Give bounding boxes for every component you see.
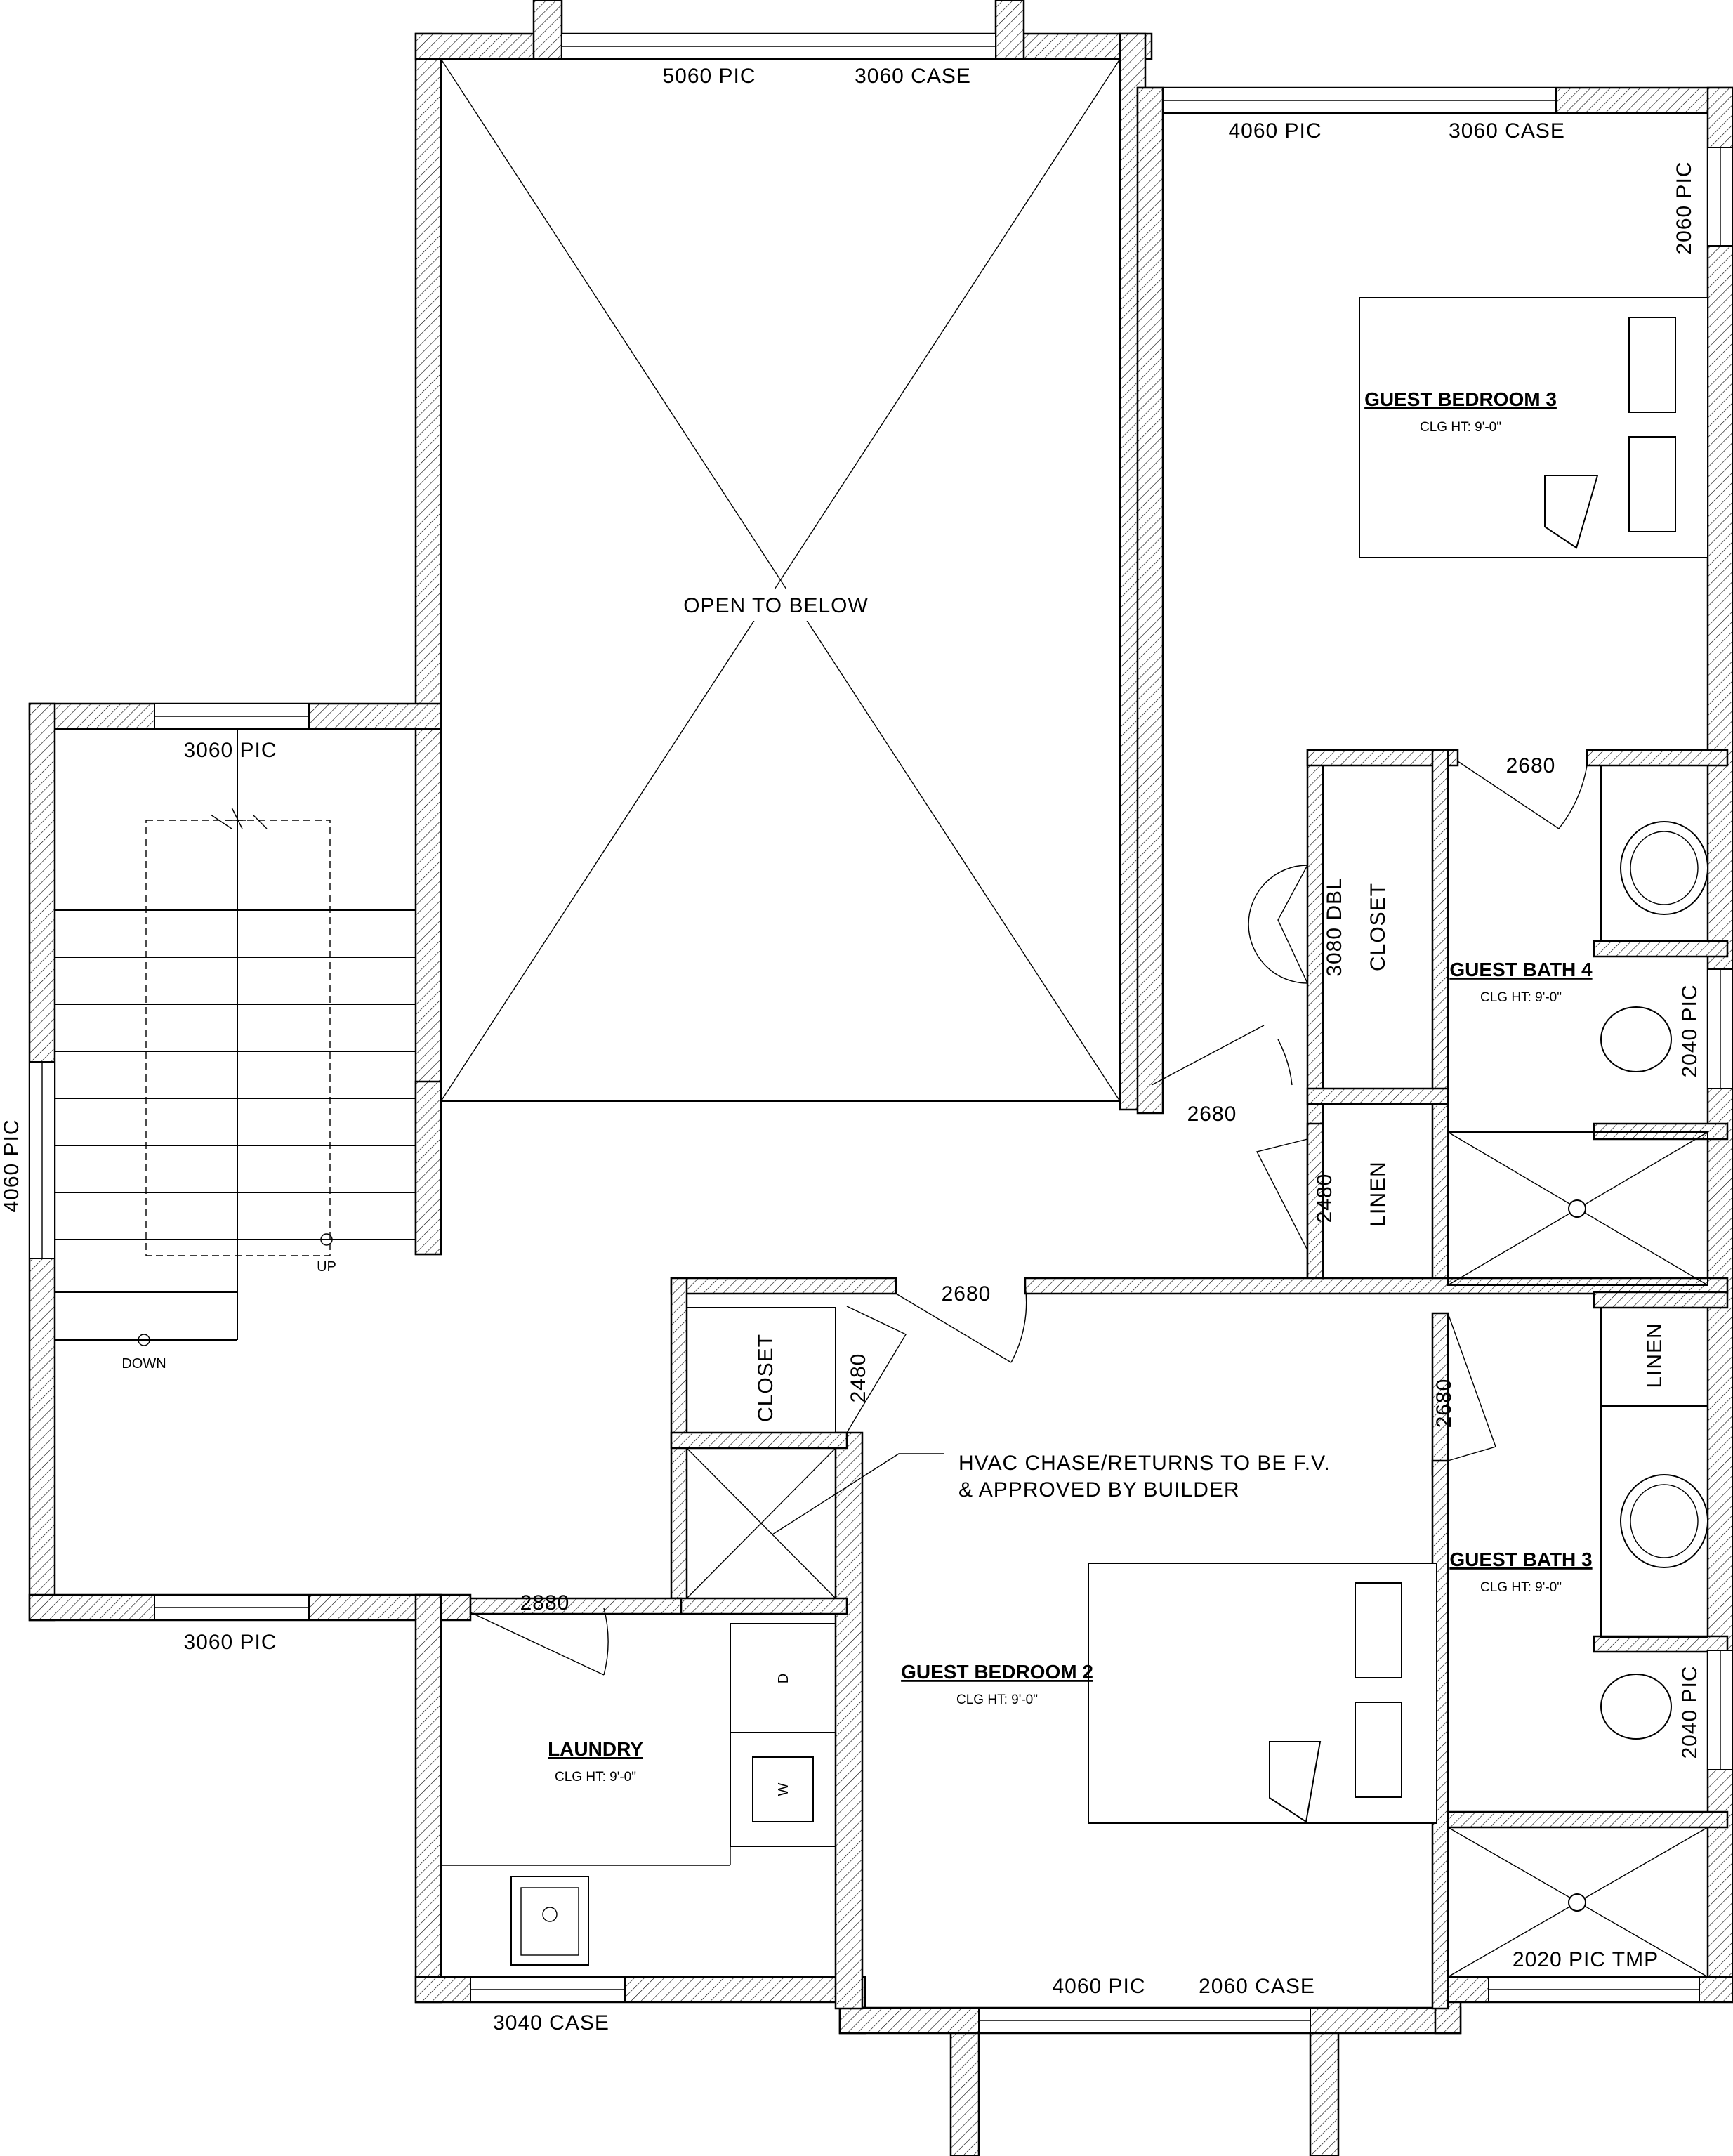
stair [55, 730, 416, 1346]
window-bed2-bottom [978, 2007, 1311, 2034]
door-label-laundry: 2880 [520, 1591, 570, 1615]
door-label-bed2: 2680 [942, 1282, 991, 1306]
window-bed3-side [1707, 147, 1733, 247]
room-guest-bath-3: GUEST BATH 3 [1449, 1549, 1592, 1570]
window-stair-left [29, 1061, 55, 1259]
linen-upper-label: LINEN [1366, 1161, 1390, 1226]
window-stair-bottom [154, 1594, 310, 1621]
open-to-below [440, 58, 1121, 1102]
window-label-stair-bottom: 3060 PIC [183, 1631, 277, 1654]
clg-guest-bath-3: CLG HT: 9'-0" [1480, 1580, 1562, 1595]
stair-up-label: UP [317, 1259, 336, 1275]
window-label-bath4: 2040 PIC [1678, 984, 1701, 1077]
dryer-label: D [776, 1674, 791, 1683]
misc-labels: OPEN TO BELOW CLOSET CLOSET LINEN LINEN … [121, 594, 1666, 1796]
closet-dbl-label: CLOSET [1366, 883, 1390, 971]
door-label-bath3: 2680 [1432, 1379, 1456, 1428]
clg-guest-bath-4: CLG HT: 9'-0" [1480, 990, 1562, 1005]
door-label-linen: 2480 [1313, 1174, 1336, 1223]
door-label-hall: 2680 [1187, 1103, 1237, 1126]
room-labels: GUEST BEDROOM 3 CLG HT: 9'-0" GUEST BATH… [548, 388, 1593, 1784]
window-bath3-shower [1488, 1976, 1700, 2003]
clg-laundry: CLG HT: 9'-0" [555, 1770, 636, 1784]
closet-label: CLOSET [754, 1334, 777, 1422]
window-label-stair-left: 4060 PIC [0, 1119, 23, 1212]
window-label-bed3-case: 3060 CASE [1449, 119, 1565, 143]
fixtures [441, 297, 1708, 1978]
window-label-bed3-side: 2060 PIC [1673, 161, 1696, 254]
door-labels: 2680 2680 3080 DBL 2480 2680 2480 2680 2… [520, 754, 1556, 1615]
window-label-laundry: 3040 CASE [493, 2011, 609, 2035]
window-label-bed2-case: 2060 CASE [1199, 1975, 1315, 1998]
window-bed3-top [1162, 87, 1557, 114]
door-label-bath4: 2680 [1506, 754, 1556, 777]
room-guest-bedroom-2: GUEST BEDROOM 2 [901, 1661, 1093, 1683]
room-guest-bath-4: GUEST BATH 4 [1449, 959, 1593, 980]
window-bath3 [1707, 1650, 1733, 1770]
window-stair-top [154, 703, 310, 730]
interior-walls [414, 749, 1729, 2010]
window-label-bath3: 2040 PIC [1678, 1665, 1701, 1759]
linen-lower-label: LINEN [1643, 1322, 1666, 1388]
room-laundry: LAUNDRY [548, 1738, 643, 1760]
window-label-top-case: 3060 CASE [855, 65, 971, 88]
clg-guest-bedroom-3: CLG HT: 9'-0" [1420, 420, 1501, 435]
clg-guest-bedroom-2: CLG HT: 9'-0" [956, 1692, 1038, 1707]
window-labels: 5060 PIC 3060 CASE 4060 PIC 3060 CASE 20… [0, 65, 1701, 2035]
hvac-note-line2: & APPROVED BY BUILDER [958, 1478, 1240, 1501]
windows [29, 33, 1733, 2034]
doors [470, 761, 1588, 1676]
window-label-bed3-pic: 4060 PIC [1228, 119, 1322, 143]
window-label-top-pic: 5060 PIC [662, 65, 756, 88]
window-label-stair-top: 3060 PIC [183, 739, 277, 762]
stair-down-label: DOWN [121, 1356, 166, 1372]
window-label-bed2-pic: 4060 PIC [1052, 1975, 1145, 1998]
washer-label: W [776, 1782, 791, 1796]
hvac-note-line1: HVAC CHASE/RETURNS TO BE F.V. [958, 1452, 1331, 1475]
window-label-bath3-shower: 2020 PIC TMP [1513, 1948, 1659, 1971]
window-laundry [470, 1976, 626, 2003]
open-to-below-label: OPEN TO BELOW [683, 594, 869, 617]
window-bath4 [1707, 968, 1733, 1089]
door-label-dbl-closet: 3080 DBL [1323, 877, 1346, 976]
window-top-pic [561, 33, 996, 60]
door-label-closet: 2480 [847, 1353, 870, 1403]
room-guest-bedroom-3: GUEST BEDROOM 3 [1364, 388, 1557, 410]
